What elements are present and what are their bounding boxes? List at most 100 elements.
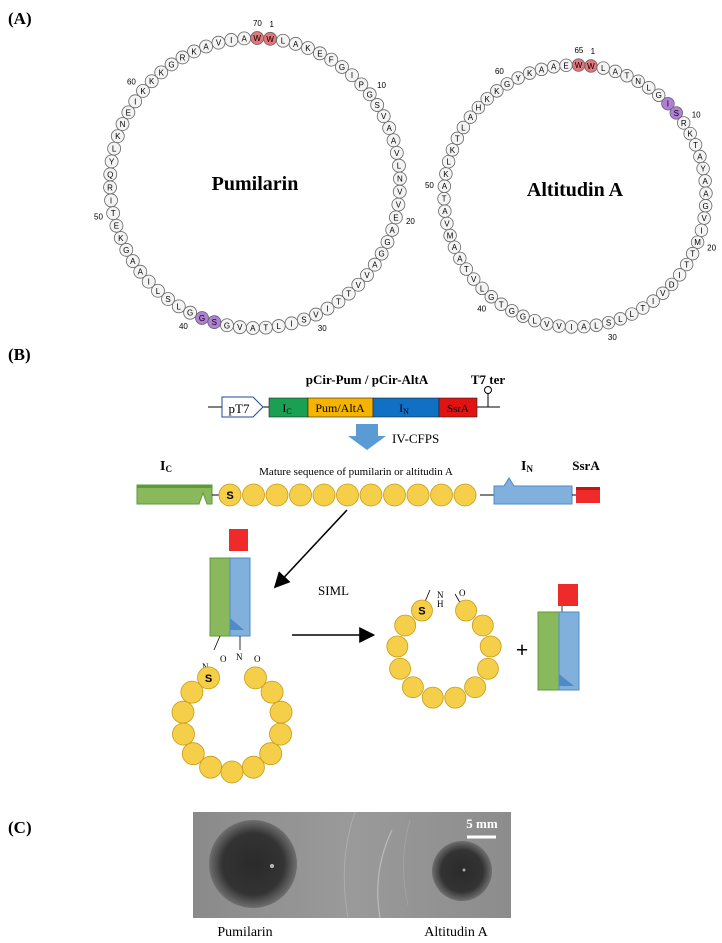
residue-letter: G bbox=[384, 238, 390, 247]
residue-letter: N bbox=[120, 120, 126, 129]
residue-bead bbox=[652, 88, 666, 102]
residue-letter: V bbox=[396, 201, 402, 210]
residue-bead bbox=[571, 58, 586, 72]
residue-bead bbox=[642, 81, 656, 95]
residue-letter: D bbox=[669, 280, 675, 289]
serine-letter: S bbox=[418, 606, 425, 618]
residue-letter: V bbox=[660, 289, 666, 298]
rel-ic bbox=[537, 611, 560, 691]
residue-letter: E bbox=[317, 49, 322, 58]
residue-bead bbox=[490, 84, 504, 98]
residue-bead bbox=[144, 74, 159, 89]
int-o-1: O bbox=[220, 654, 227, 664]
residue-bead bbox=[505, 304, 519, 318]
serine-bead bbox=[197, 666, 220, 690]
residue-letter: G bbox=[224, 321, 230, 330]
residue-letter: L bbox=[532, 317, 537, 326]
residue-letter: K bbox=[450, 146, 456, 155]
residue-bead bbox=[646, 294, 660, 308]
amino-bead bbox=[180, 680, 204, 704]
rel-ssra bbox=[558, 584, 578, 606]
residue-bead bbox=[133, 264, 148, 279]
residue-letter: G bbox=[339, 63, 345, 72]
residue-bead bbox=[109, 218, 124, 233]
residue-letter: W bbox=[587, 62, 595, 71]
residue-letter: I bbox=[290, 319, 292, 328]
residue-bead bbox=[164, 57, 179, 72]
residue-letter: L bbox=[461, 123, 466, 132]
residue-letter: T bbox=[263, 324, 268, 333]
segment-ic-label: IC bbox=[282, 401, 291, 416]
residue-letter: L bbox=[446, 158, 451, 167]
residue-number: 50 bbox=[94, 212, 103, 221]
residue-bead bbox=[354, 77, 369, 92]
residue-bead bbox=[385, 222, 400, 237]
amino-bead bbox=[471, 614, 494, 637]
residue-bead bbox=[388, 210, 403, 225]
amino-bead bbox=[171, 700, 195, 724]
cfps-arrow bbox=[348, 424, 386, 450]
residue-letter: A bbox=[703, 189, 709, 198]
residue-bead bbox=[367, 257, 382, 272]
residue-letter: T bbox=[640, 304, 645, 313]
plate-label-altitudin: Altitudin A bbox=[424, 925, 488, 940]
residue-letter: I bbox=[679, 271, 681, 280]
residue-bead bbox=[677, 116, 691, 130]
residue-letter: I bbox=[326, 305, 328, 314]
residue-bead bbox=[656, 286, 670, 300]
residue-number: 20 bbox=[707, 243, 716, 252]
residue-bead bbox=[154, 65, 169, 80]
segment-ssra-label: SsrA bbox=[447, 403, 469, 415]
residue-letter: M bbox=[447, 231, 454, 240]
residue-number: 50 bbox=[425, 181, 434, 190]
residue-letter: V bbox=[471, 275, 477, 284]
residue-letter: V bbox=[394, 149, 400, 158]
residue-bead bbox=[250, 31, 265, 45]
residue-bead bbox=[484, 290, 498, 304]
residue-letter: L bbox=[177, 302, 182, 311]
residue-letter: I bbox=[667, 100, 669, 109]
amino-bead bbox=[312, 483, 336, 507]
int-ssra bbox=[229, 529, 248, 551]
residue-letter: T bbox=[693, 141, 698, 150]
residue-bead bbox=[312, 46, 327, 61]
residue-bead bbox=[199, 39, 213, 54]
residue-letter: S bbox=[165, 295, 170, 304]
residue-number: 10 bbox=[692, 111, 701, 120]
residue-bead bbox=[207, 315, 222, 330]
residue-number: 1 bbox=[591, 47, 596, 56]
residue-letter: A bbox=[613, 67, 619, 76]
residue-number: 30 bbox=[608, 333, 617, 342]
int-stem-1 bbox=[213, 635, 221, 651]
amino-bead bbox=[259, 742, 283, 766]
residue-letter: M bbox=[694, 238, 701, 247]
serine-bead bbox=[411, 599, 433, 622]
residue-letter: T bbox=[336, 298, 341, 307]
residue-bead bbox=[613, 312, 628, 326]
residue-letter: I bbox=[230, 36, 232, 45]
residue-bead bbox=[386, 133, 401, 148]
residue-letter: I bbox=[652, 297, 654, 306]
residue-bead bbox=[694, 223, 709, 238]
amino-bead bbox=[269, 722, 292, 746]
serine-letter: S bbox=[226, 490, 233, 502]
intermediate-beads: S bbox=[171, 666, 293, 784]
pumilarin-halo bbox=[209, 820, 297, 908]
cyclic-beads: S bbox=[386, 599, 502, 709]
amino-bead bbox=[241, 755, 265, 779]
residue-letter: V bbox=[356, 281, 362, 290]
residue-bead bbox=[125, 254, 140, 268]
residue-letter: E bbox=[563, 61, 568, 70]
residue-bead bbox=[467, 272, 481, 286]
residue-letter: G bbox=[199, 314, 205, 323]
residue-bead bbox=[187, 44, 201, 59]
residue-bead bbox=[351, 277, 366, 292]
residue-letter: T bbox=[464, 265, 469, 274]
residue-letter: Q bbox=[107, 170, 113, 179]
residue-letter: V bbox=[701, 214, 707, 223]
residue-bead bbox=[679, 257, 694, 272]
residue-bead bbox=[683, 126, 697, 141]
residue-letter: G bbox=[656, 91, 662, 100]
residue-letter: L bbox=[630, 310, 635, 319]
